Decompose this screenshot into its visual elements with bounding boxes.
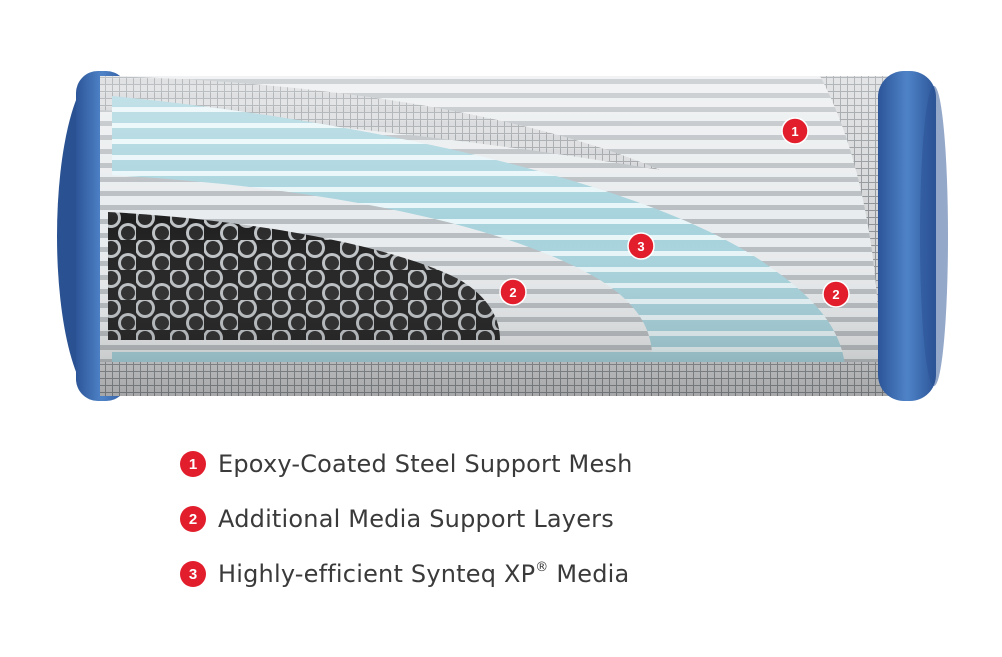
legend-item-1: 1 Epoxy-Coated Steel Support Mesh — [180, 444, 633, 484]
legend-label-1: Epoxy-Coated Steel Support Mesh — [218, 450, 633, 478]
legend: 1 Epoxy-Coated Steel Support Mesh 2 Addi… — [180, 444, 633, 609]
legend-item-2: 2 Additional Media Support Layers — [180, 499, 633, 539]
filter-body — [100, 76, 906, 396]
callout-badge-1: 1 — [781, 117, 809, 145]
svg-text:2: 2 — [832, 287, 839, 302]
right-end-cap — [878, 71, 948, 401]
legend-badge-1: 1 — [180, 451, 206, 477]
svg-text:2: 2 — [509, 285, 516, 300]
registered-mark: ® — [535, 560, 549, 575]
callout-badge-2-outer: 2 — [822, 280, 850, 308]
callout-badge-2-inner: 2 — [499, 278, 527, 306]
legend-badge-3: 3 — [180, 561, 206, 587]
svg-text:1: 1 — [791, 124, 798, 139]
legend-label-2: Additional Media Support Layers — [218, 505, 614, 533]
svg-text:3: 3 — [637, 239, 644, 254]
legend-item-3: 3 Highly-efficient Synteq XP® Media — [180, 554, 633, 594]
legend-label-3: Highly-efficient Synteq XP® Media — [218, 560, 630, 588]
callout-badge-3: 3 — [627, 232, 655, 260]
legend-badge-2: 2 — [180, 506, 206, 532]
